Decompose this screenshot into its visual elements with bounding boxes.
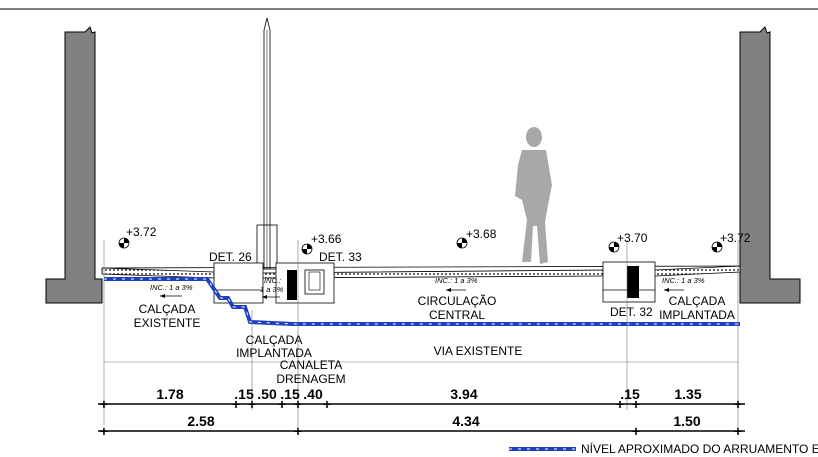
det33-drain-box: [275, 262, 335, 304]
svg-text:+: +: [632, 423, 640, 439]
dimension-015-c: .15: [620, 386, 640, 402]
elevation-marker-left: [118, 237, 130, 249]
slope-left: INC.: 1 a 3%: [150, 283, 193, 292]
elevation-marker-right: [711, 241, 723, 253]
svg-text:+: +: [248, 396, 256, 412]
label-calcada-implantada-left-2: IMPLANTADA: [236, 346, 312, 360]
label-calcada-implantada-right-1: CALÇADA: [669, 294, 726, 308]
dimension-1-78: 1.78: [156, 386, 183, 402]
svg-text:+: +: [294, 423, 302, 439]
existing-grade-line: [104, 277, 740, 326]
det32-label: DET. 32: [610, 305, 653, 319]
elevation-central: +3.68: [466, 227, 497, 241]
svg-text:+: +: [734, 423, 742, 439]
elevation-det33: +3.66: [311, 232, 342, 246]
svg-text:+: +: [734, 396, 742, 412]
reference-verticals: [103, 240, 739, 432]
person-silhouette: [515, 127, 552, 264]
svg-text:+: +: [278, 396, 286, 412]
slope-arrow-central-icon: [446, 288, 466, 292]
elevation-det32: +3.70: [617, 231, 648, 245]
dimension-015-a: .15: [234, 386, 254, 402]
svg-text:+: +: [294, 396, 302, 412]
label-circulacao-1: CIRCULAÇÃO: [418, 294, 497, 308]
elevation-marker-det33: [301, 243, 313, 255]
label-canaleta-1: CANALETA: [280, 358, 342, 372]
slope-inner-2: 1 a 3%: [260, 285, 284, 294]
dimension-1-50: 1.50: [673, 413, 700, 429]
dimension-ticks-row1: + + + + + + + + +: [100, 396, 742, 412]
left-wall: [45, 26, 103, 304]
det26-label: DET. 26: [209, 250, 252, 264]
right-wall: [739, 26, 801, 304]
svg-text:+: +: [232, 396, 240, 412]
legend-text: NÍVEL APROXIMADO DO ARRUAMENTO EXISTENTE: [581, 441, 818, 456]
label-calcada-implantada-left-1: CALÇADA: [246, 333, 303, 347]
det33-label: DET. 33: [319, 250, 362, 264]
det32-curb-box: [602, 261, 656, 303]
svg-text:+: +: [632, 396, 640, 412]
elevation-marker-central: [456, 237, 468, 249]
light-pole: [256, 17, 278, 270]
elevation-left: +3.72: [126, 225, 157, 239]
label-circulacao-2: CENTRAL: [429, 308, 485, 322]
dimension-015-b: .15: [280, 386, 300, 402]
slope-arrow-left-icon: [160, 294, 182, 298]
slope-arrow-right-icon: [664, 288, 684, 292]
dimension-4-34: 4.34: [452, 413, 479, 429]
dimension-3-94: 3.94: [450, 386, 477, 402]
dimension-2-58: 2.58: [187, 413, 214, 429]
svg-text:+: +: [616, 396, 624, 412]
label-canaleta-2: DRENAGEM: [276, 372, 345, 386]
slope-arrow-inner-icon: [262, 295, 280, 299]
elevation-marker-det32: [608, 241, 620, 253]
dimension-1-35: 1.35: [674, 386, 701, 402]
label-calcada-implantada-right-2: IMPLANTADA: [659, 308, 735, 322]
label-calcada-existente-1: CALÇADA: [139, 302, 196, 316]
dimension-040: .40: [303, 386, 323, 402]
elevation-right: +3.72: [720, 231, 751, 245]
slope-inner-1: INC.:: [264, 276, 281, 285]
dimension-050: .50: [257, 386, 277, 402]
svg-text:+: +: [323, 396, 331, 412]
slope-central: INC.: 1 a 3%: [435, 276, 478, 285]
svg-text:+: +: [100, 396, 108, 412]
label-via-existente: VIA EXISTENTE: [434, 344, 523, 358]
dimension-ticks-row2: + + + +: [100, 423, 742, 439]
label-calcada-existente-2: EXISTENTE: [134, 316, 201, 330]
slope-right: INC.: 1 a 3%: [662, 276, 705, 285]
svg-text:+: +: [100, 423, 108, 439]
